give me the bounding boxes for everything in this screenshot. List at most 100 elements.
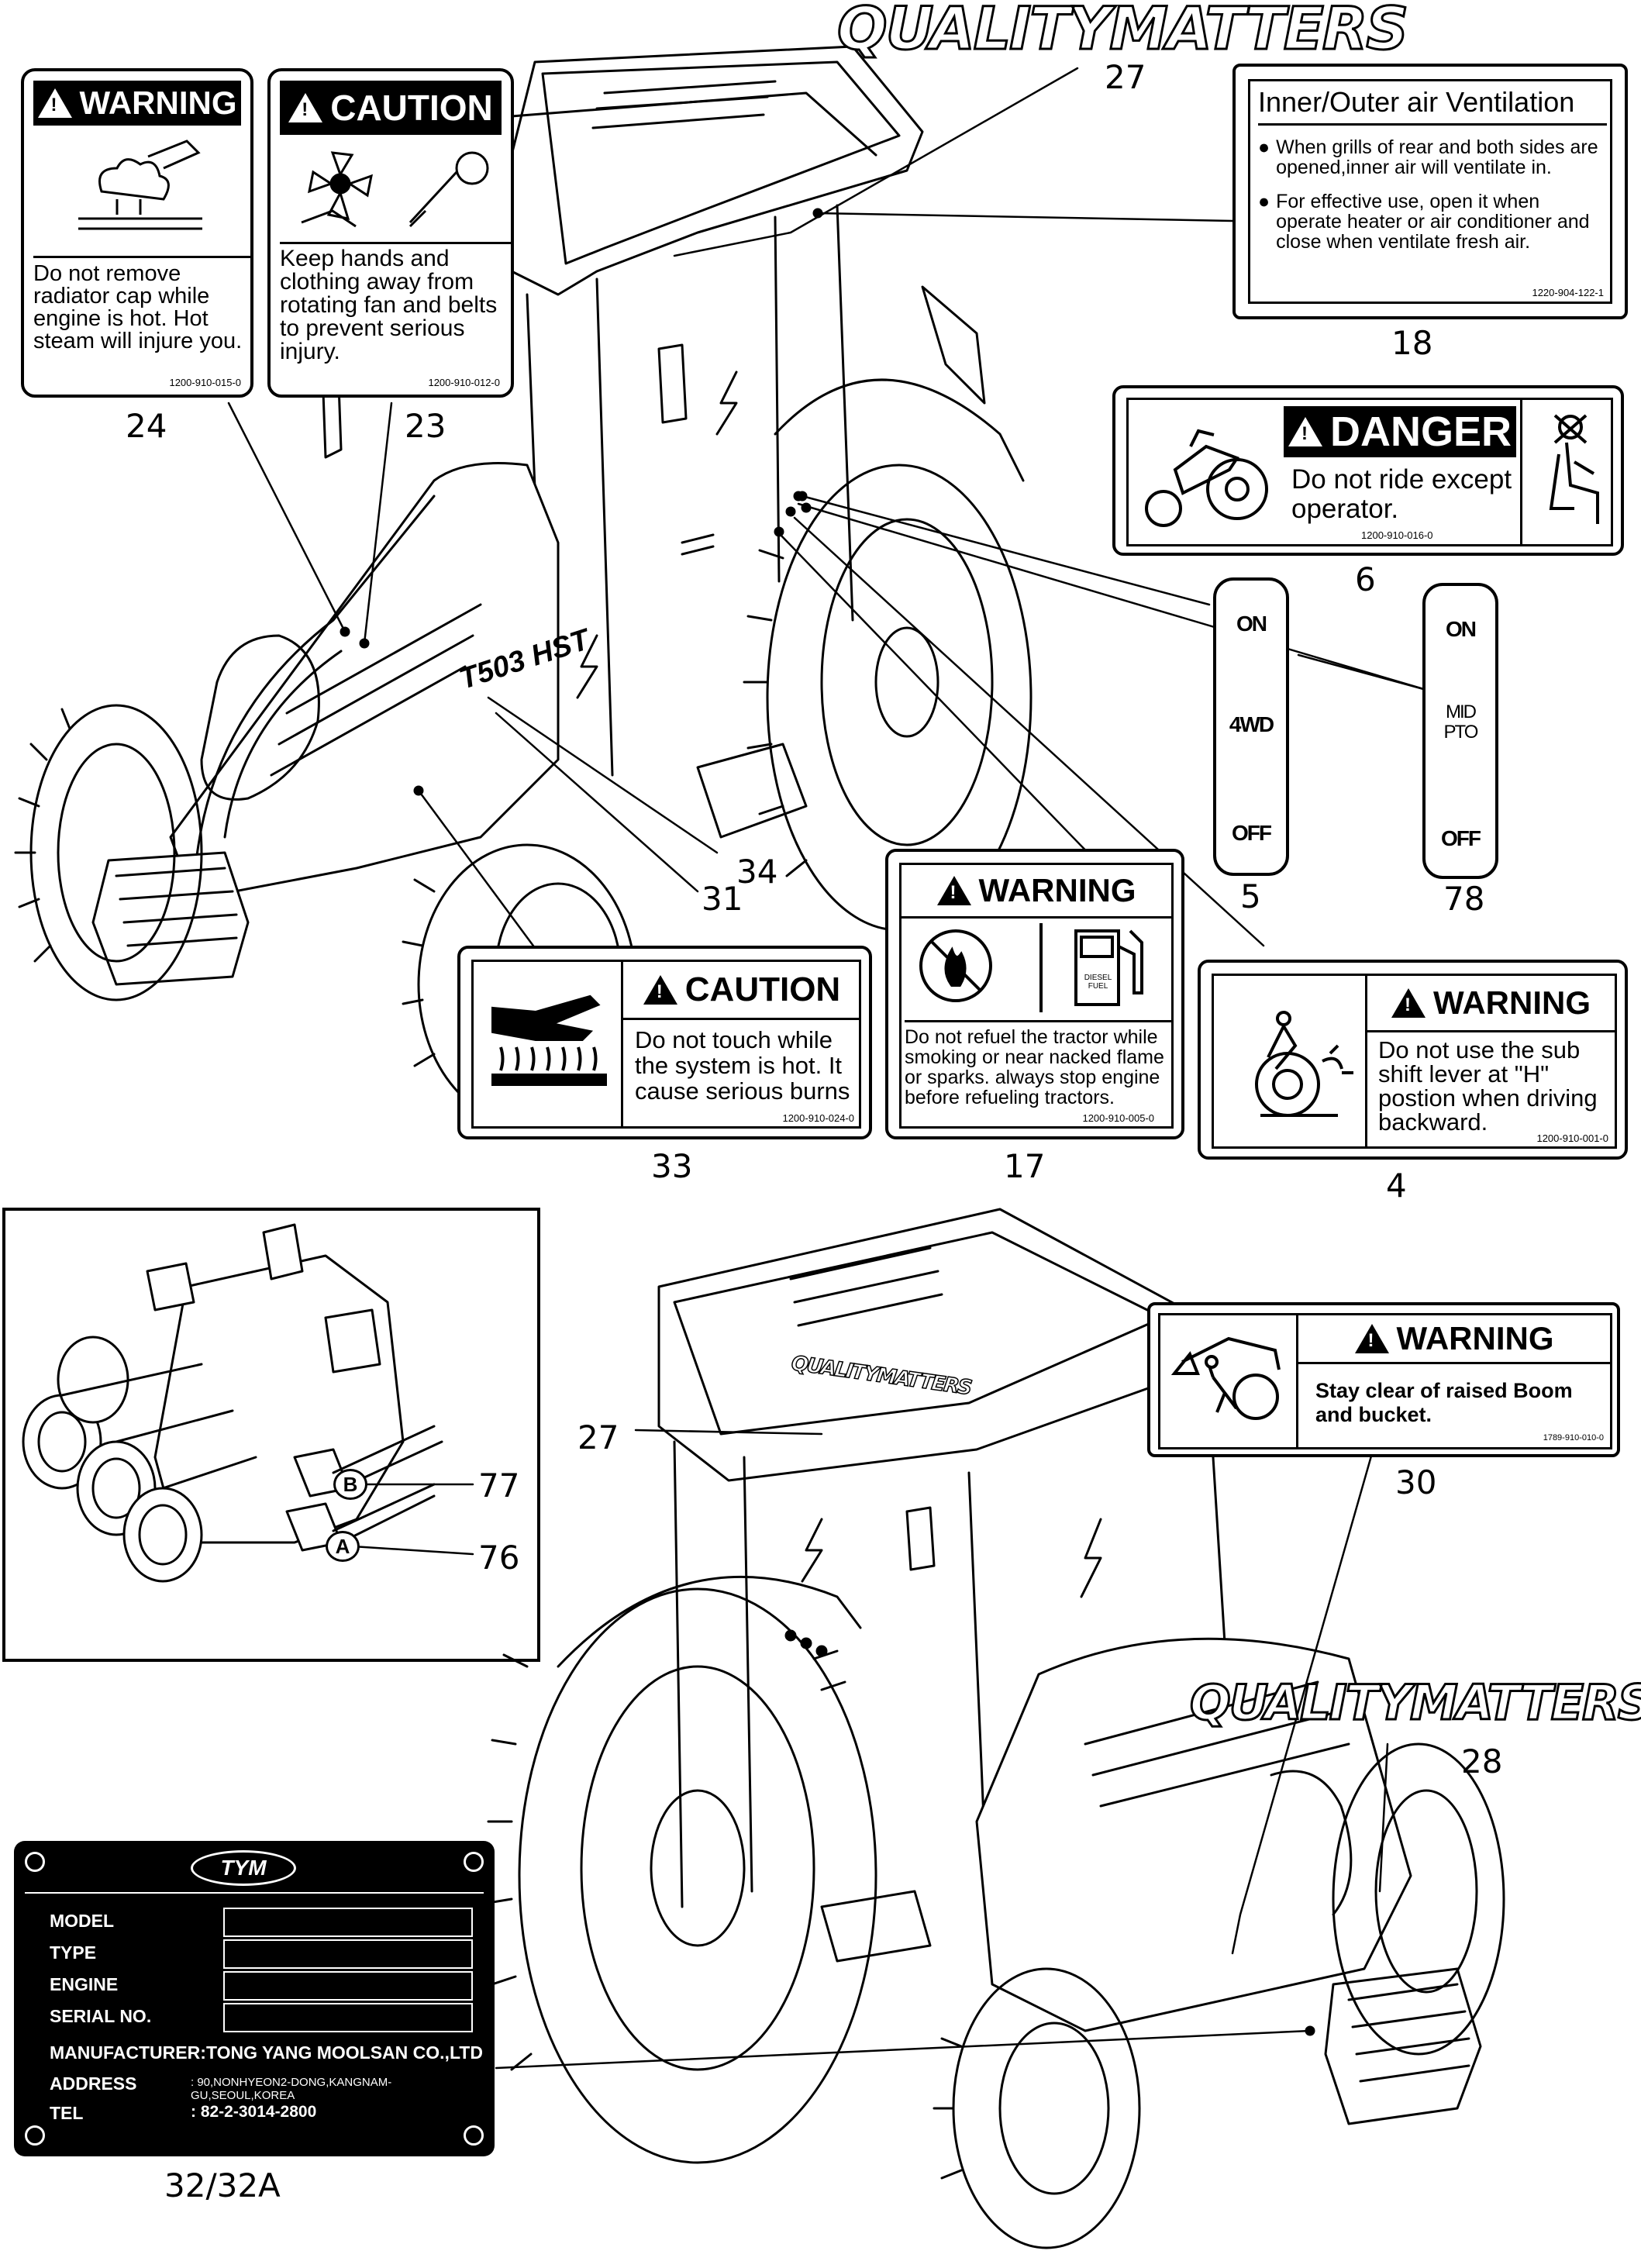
decal-23-text: Keep hands and clothing away from rotati…: [280, 242, 512, 364]
no-flame-fuel-pump-icon: [919, 923, 1143, 1012]
diesel-fuel-label: DIESEL FUEL: [1084, 974, 1112, 991]
plate-engine-box: [223, 1971, 473, 2001]
callout-33: 33: [651, 1147, 693, 1185]
callout-17: 17: [1004, 1147, 1046, 1185]
plate-field-model: MODEL: [50, 1911, 115, 1931]
warning-triangle-icon: [37, 88, 72, 118]
switch-78-mid-label: MID PTO: [1443, 701, 1479, 743]
decal-23-header: CAUTION: [330, 88, 493, 128]
decal-30-code: 1789-910-010-0: [1543, 1433, 1604, 1442]
decal-24-code: 1200-910-015-0: [169, 377, 241, 388]
valve-port-b-label: B: [333, 1469, 367, 1500]
decal-33-hot-surface-caution: CAUTION Do not touch while the system is…: [457, 946, 872, 1139]
caution-triangle-icon: [643, 975, 677, 1005]
decal-4-text: Do not use the sub shift lever at "H" po…: [1378, 1036, 1598, 1136]
top-tractor-drawing: [14, 45, 1033, 1125]
decal-17-text: Do not refuel the tractor while smoking …: [905, 1020, 1172, 1108]
decal-30-header: WARNING: [1396, 1320, 1554, 1356]
callout-28: 28: [1461, 1742, 1503, 1780]
plate-tel-label: TEL: [50, 2103, 84, 2123]
warning-triangle-icon: [936, 876, 971, 905]
bullet-icon: ●: [1258, 136, 1270, 158]
switch-78-off-label: OFF: [1441, 826, 1481, 850]
decal-6-header: DANGER: [1329, 408, 1512, 455]
plate-serial-box: [223, 2003, 473, 2032]
decal-30-text: Stay clear of raised Boom and bucket.: [1315, 1379, 1573, 1426]
decal-18-code: 1220-904-122-1: [1532, 287, 1604, 298]
switch-78-on-label: ON: [1446, 617, 1477, 641]
callout-27-bottom: 27: [577, 1418, 619, 1456]
bullet-icon: ●: [1258, 191, 1270, 212]
warning-triangle-icon: [1354, 1324, 1389, 1353]
callout-31: 31: [702, 880, 743, 918]
callout-5: 5: [1240, 877, 1261, 915]
decal-6-danger-no-riders: DANGER Do not ride except operator. 1200…: [1112, 385, 1624, 556]
plate-manufacturer-label: MANUFACTURER:: [50, 2042, 206, 2063]
plate-field-serial: SERIAL NO.: [50, 2006, 152, 2026]
decal-33-text: Do not touch while the system is hot. It…: [635, 1026, 850, 1105]
bottom-tractor-drawing: [487, 1208, 1505, 2249]
switch-decal-78-mid-pto: ON MID PTO OFF: [1422, 583, 1498, 879]
decal-4-sub-shift-warning: WARNING Do not use the sub shift lever a…: [1198, 960, 1628, 1160]
plate-address-label: ADDRESS: [50, 2073, 137, 2094]
callout-27-top: 27: [1105, 58, 1146, 96]
decal-33-code: 1200-910-024-0: [782, 1112, 854, 1124]
serial-plate-32: TYM MODEL TYPE ENGINE SERIAL NO. MANUFAC…: [14, 1841, 495, 2156]
danger-triangle-icon: [1288, 417, 1322, 446]
plate-field-type: TYPE: [50, 1942, 97, 1963]
callout-6: 6: [1355, 560, 1376, 598]
switch-5-off-label: OFF: [1232, 821, 1272, 845]
decal-24-text: Do not remove radiator cap while engine …: [33, 256, 250, 353]
callout-30: 30: [1395, 1463, 1437, 1501]
callout-34: 34: [736, 853, 778, 891]
no-passenger-tractor-icon: [1145, 429, 1268, 527]
radiator-steam-icon: [78, 140, 202, 230]
caution-triangle-icon: [288, 93, 323, 122]
callout-78: 78: [1443, 880, 1485, 918]
switch-5-mid-label: 4WD: [1229, 712, 1274, 736]
tym-logo: TYM: [191, 1850, 296, 1886]
plate-field-engine: ENGINE: [50, 1974, 119, 1994]
callout-77: 77: [478, 1467, 520, 1505]
callout-32-32a: 32/32A: [164, 2166, 281, 2204]
decal-24-header: WARNING: [79, 84, 237, 121]
decal-17-refuel-warning: WARNING DIESEL FUEL Do not refuel the tr…: [885, 849, 1184, 1139]
seated-operator-icon: [1549, 414, 1599, 524]
plate-type-box: [223, 1939, 473, 1969]
decal-18-bullet-2: For effective use, open it when operate …: [1276, 191, 1590, 253]
callout-76: 76: [478, 1539, 520, 1577]
decal-18-ventilation: Inner/Outer air Ventilation ● When grills…: [1232, 64, 1628, 319]
plate-manufacturer-value: TONG YANG MOOLSAN CO.,LTD: [206, 2042, 483, 2063]
decal-6-code: 1200-910-016-0: [1361, 529, 1433, 541]
decal-23-code: 1200-910-012-0: [428, 377, 500, 388]
decal-17-header: WARNING: [978, 872, 1136, 908]
hand-hot-surface-icon: [491, 994, 607, 1086]
decal-18-bullet-1: When grills of rear and both sides are o…: [1276, 136, 1598, 178]
decal-33-header: CAUTION: [684, 970, 841, 1008]
screw-hole-icon: [464, 2125, 484, 2146]
plate-model-box: [223, 1908, 473, 1937]
switch-5-on-label: ON: [1236, 612, 1267, 636]
quality-matters-logo-27: QUALITYMATTERS: [836, 0, 1409, 64]
decal-4-code: 1200-910-001-0: [1536, 1132, 1608, 1144]
decal-6-text: Do not ride except operator.: [1291, 464, 1512, 524]
warning-triangle-icon: [1391, 988, 1426, 1018]
plate-address-value: : 90,NONHYEON2-DONG,KANGNAM-GU,SEOUL,KOR…: [191, 2076, 392, 2102]
quality-matters-logo-28: QUALITYMATTERS: [1189, 1673, 1641, 1732]
decal-30-boom-warning: WARNING Stay clear of raised Boom and bu…: [1147, 1302, 1620, 1457]
rotating-fan-hand-icon: [301, 151, 489, 228]
tractor-reversing-icon: [1255, 1011, 1353, 1117]
valve-port-a-label: A: [326, 1531, 360, 1562]
decal-18-title: Inner/Outer air Ventilation: [1258, 86, 1607, 126]
callout-24: 24: [126, 407, 167, 445]
valve-drawing: [22, 1223, 443, 1583]
callout-4: 4: [1386, 1167, 1407, 1205]
callout-18: 18: [1391, 324, 1433, 362]
screw-hole-icon: [25, 2125, 45, 2146]
decal-24-radiator-warning: WARNING Do not remove radiator cap while…: [21, 68, 253, 398]
switch-decal-5-4wd: ON 4WD OFF: [1213, 577, 1289, 876]
plate-tel-value: : 82-2-3014-2800: [191, 2103, 317, 2121]
screw-hole-icon: [25, 1852, 45, 1872]
callout-23: 23: [405, 407, 446, 445]
